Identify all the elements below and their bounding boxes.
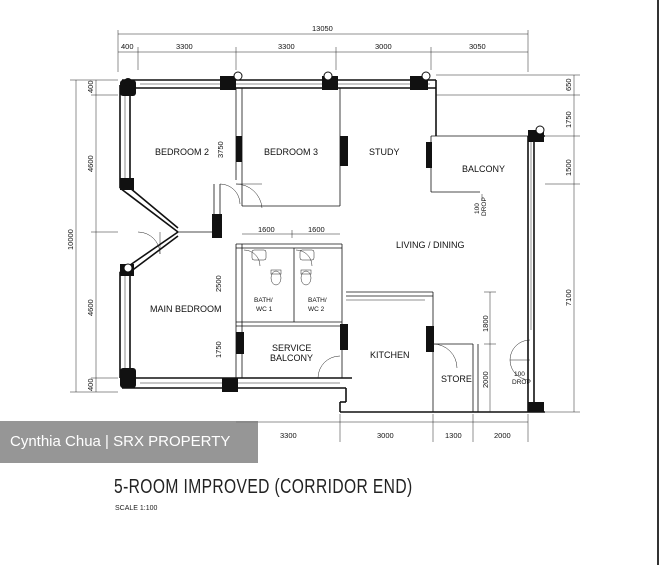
room-bedroom-2: BEDROOM 2 (155, 147, 209, 157)
room-service-line1: SERVICE (272, 343, 311, 353)
drop-bottom-label: DROP (512, 379, 531, 386)
room-balcony: BALCONY (462, 164, 505, 174)
room-bath2-line2: WC 2 (308, 306, 325, 313)
room-living-dining: LIVING / DINING (396, 240, 465, 250)
dim-inner-v1800: 1800 (481, 315, 490, 332)
dim-top-2: 3300 (176, 42, 193, 51)
right-dimensions: 650 1750 1500 7100 (436, 74, 580, 413)
dim-left-4: 400 (86, 378, 95, 391)
dim-inner-v1750: 1750 (214, 341, 223, 358)
dim-overall-height: 10000 (66, 229, 75, 250)
door-swings (137, 183, 531, 381)
bottom-dimensions: 3300 3000 1300 2000 (236, 414, 529, 442)
plan-scale: SCALE 1:100 (115, 505, 158, 512)
dim-inner-v3750: 3750 (216, 141, 225, 158)
dim-top-1: 400 (121, 42, 134, 51)
room-bath1-line2: WC 1 (256, 306, 273, 313)
room-service-line2: BALCONY (270, 353, 313, 363)
windows (124, 83, 532, 384)
drop-bottom-value: 100 (514, 371, 525, 378)
drop-top-value: 100 (474, 203, 481, 214)
dim-top-5: 3050 (469, 42, 486, 51)
image-border (657, 0, 659, 565)
dim-left-2: 4600 (86, 155, 95, 172)
dim-right-3: 1500 (564, 159, 573, 176)
dim-inner-v1200: 1200 (214, 215, 223, 232)
room-bedroom-3: BEDROOM 3 (264, 147, 318, 157)
dim-inner-h1600b: 1600 (308, 225, 325, 234)
drop-notes: 100 DROP 100 DROP (474, 194, 531, 386)
interior-walls (178, 88, 528, 412)
dim-left-1: 400 (86, 80, 95, 93)
inner-dimensions: 1600 1600 3750 1200 2500 1750 1800 2000 (214, 141, 496, 412)
drop-top-label: DROP (481, 197, 488, 216)
dim-inner-v2000: 2000 (481, 371, 490, 388)
room-study: STUDY (369, 147, 400, 157)
dim-right-2: 1750 (564, 111, 573, 128)
dim-bottom-3: 1300 (445, 431, 462, 440)
room-bath1-line1: BATH/ (254, 297, 273, 304)
watermark-banner: Cynthia Chua | SRX PROPERTY (0, 421, 258, 463)
dim-top-3: 3300 (278, 42, 295, 51)
room-store: STORE (441, 374, 472, 384)
room-labels: BEDROOM 2 BEDROOM 3 STUDY BALCONY LIVING… (150, 147, 505, 384)
dim-right-4: 7100 (564, 289, 573, 306)
columns (120, 71, 545, 412)
dim-right-1: 650 (564, 78, 573, 91)
left-dimensions: 10000 400 4600 4600 400 (66, 79, 118, 393)
exterior-walls (119, 79, 545, 413)
dim-inner-h1600a: 1600 (258, 225, 275, 234)
dim-bottom-2: 3000 (377, 431, 394, 440)
bathroom-fixtures (251, 249, 315, 286)
dim-bottom-1: 3300 (280, 431, 297, 440)
room-bath2-line1: BATH/ (308, 297, 327, 304)
room-kitchen: KITCHEN (370, 350, 410, 360)
room-main-bedroom: MAIN BEDROOM (150, 304, 222, 314)
dim-overall-width: 13050 (312, 24, 333, 33)
dim-bottom-4: 2000 (494, 431, 511, 440)
dim-top-4: 3000 (375, 42, 392, 51)
dim-left-3: 4600 (86, 299, 95, 316)
top-dimensions: 13050 400 3300 3300 3000 3050 (117, 24, 529, 72)
plan-title: 5-ROOM IMPROVED (CORRIDOR END) (114, 476, 413, 498)
dim-inner-v2500: 2500 (214, 275, 223, 292)
